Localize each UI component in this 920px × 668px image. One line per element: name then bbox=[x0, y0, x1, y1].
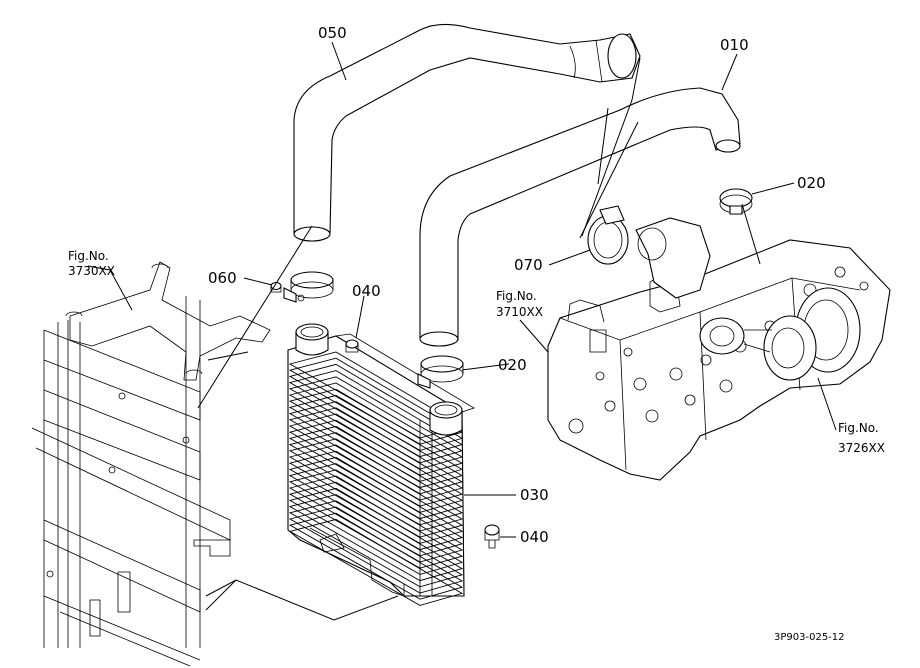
hose-clamp-060 bbox=[283, 271, 334, 303]
radiator-frame bbox=[31, 261, 271, 667]
leader-lines bbox=[87, 41, 837, 621]
cooling-fin bbox=[288, 512, 464, 600]
cooling-fin bbox=[288, 500, 464, 588]
cooling-fin bbox=[288, 506, 464, 594]
callout-060: 060 bbox=[208, 269, 237, 287]
engine-cylinder-head bbox=[547, 239, 891, 481]
callout-070: 070 bbox=[514, 256, 543, 274]
fig-ref-left-label: Fig.No. bbox=[68, 249, 109, 263]
hose-010 bbox=[419, 87, 741, 347]
callout-050: 050 bbox=[318, 24, 347, 42]
hose-clamp-070 bbox=[587, 205, 629, 265]
hose-clamp-020-mid bbox=[417, 355, 464, 389]
cooling-fin bbox=[288, 494, 464, 582]
drawing-code: 3P903-025-12 bbox=[774, 632, 845, 643]
fig-ref-center-label: Fig.No. bbox=[496, 289, 537, 303]
bolt-040-bottom bbox=[484, 524, 500, 549]
intake-elbow bbox=[635, 217, 711, 299]
fig-ref-left-number: 3730XX bbox=[68, 264, 115, 278]
intercooler-030 bbox=[287, 323, 475, 606]
callout-040-bottom: 040 bbox=[520, 528, 549, 546]
cooling-fin bbox=[288, 487, 464, 575]
bolt-040-top bbox=[345, 339, 359, 353]
callout-010: 010 bbox=[720, 36, 749, 54]
fig-ref-right-label: Fig.No. bbox=[838, 421, 879, 435]
hose-clamp-020-top bbox=[719, 188, 753, 215]
hose-050 bbox=[293, 23, 641, 242]
callout-020-top: 020 bbox=[797, 174, 826, 192]
fig-ref-right-number: 3726XX bbox=[838, 441, 885, 455]
cooling-fin bbox=[288, 518, 464, 606]
callout-030: 030 bbox=[520, 486, 549, 504]
callout-040-top: 040 bbox=[352, 282, 381, 300]
fig-ref-center-number: 3710XX bbox=[496, 305, 543, 319]
callout-020-mid: 020 bbox=[498, 356, 527, 374]
turbocharger bbox=[699, 287, 861, 381]
intercooler-fins bbox=[288, 351, 464, 606]
